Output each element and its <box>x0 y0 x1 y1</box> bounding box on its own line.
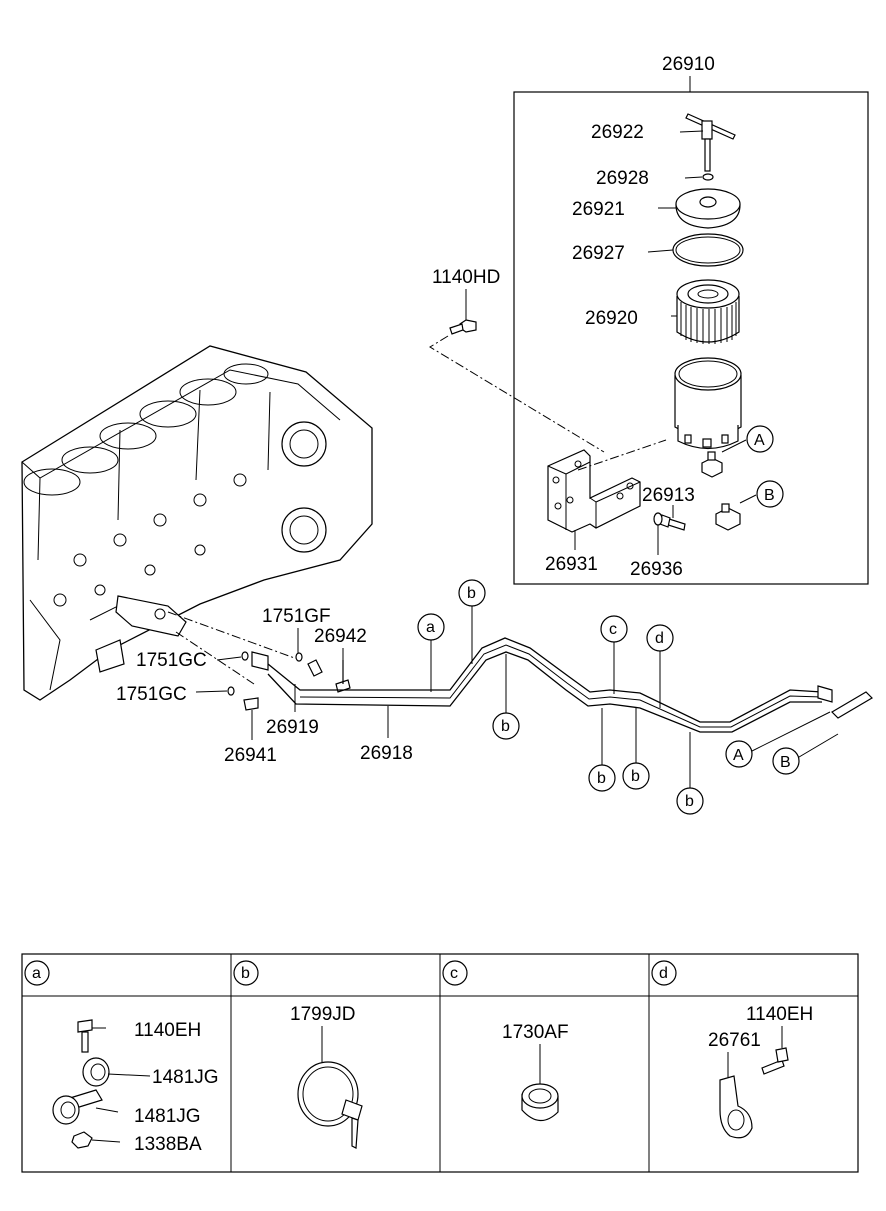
legend-b-item-1: 1799JD <box>290 1004 356 1025</box>
assembly-frame <box>513 91 869 585</box>
legend-a-item-2: 1481JG <box>152 1067 219 1088</box>
legend-a-item-1: 1140EH <box>134 1020 201 1041</box>
label-1751GF[interactable]: 1751GF <box>262 606 331 627</box>
label-26920[interactable]: 26920 <box>585 308 638 329</box>
oring-1751gc-upper-icon <box>241 651 249 661</box>
filter-housing-icon <box>674 357 742 450</box>
assembly-label-26910[interactable]: 26910 <box>662 54 715 75</box>
hex-bolt-icon <box>449 319 477 335</box>
callout-d[interactable]: d <box>655 630 664 647</box>
legend-a-item-3: 1481JG <box>134 1106 201 1127</box>
grommet-icon <box>521 1083 559 1122</box>
oil-line-group: 26942 1751GF 1751GC 1751GC 26941 26919 2… <box>116 579 873 815</box>
legend-a-item-4: 1338BA <box>134 1134 202 1155</box>
line-end-fitting-b-icon <box>831 691 873 719</box>
callout-b-4[interactable]: b <box>631 768 640 785</box>
callout-B-line[interactable]: B <box>780 754 791 771</box>
callout-b-2[interactable]: b <box>501 718 510 735</box>
fitting-a-icon <box>701 451 723 478</box>
callout-B-top[interactable]: B <box>764 487 775 504</box>
bolt-1140hd-group: 1140HD <box>429 267 667 471</box>
label-26921[interactable]: 26921 <box>572 199 625 220</box>
callout-b-3[interactable]: b <box>597 770 606 787</box>
engine-block-illustration <box>21 345 373 701</box>
label-26928[interactable]: 26928 <box>596 168 649 189</box>
callout-circle-A-top <box>746 425 774 453</box>
label-26913[interactable]: 26913 <box>642 485 695 506</box>
oil-return-line <box>267 651 822 733</box>
filter-assembly-group: 26910 26922 26928 26921 26927 <box>513 54 869 585</box>
p-clamp-icon <box>719 1047 789 1139</box>
label-1140HD[interactable]: 1140HD <box>432 267 500 288</box>
callout-circle-A-line <box>725 740 753 768</box>
callout-b-1[interactable]: b <box>467 585 476 602</box>
washer-icon <box>653 512 663 526</box>
t-handle-bolt-icon <box>685 113 736 172</box>
label-26936[interactable]: 26936 <box>630 559 683 580</box>
line-fitting-icon <box>251 651 323 677</box>
callout-circle-B-line <box>772 747 800 775</box>
fitting-b-icon <box>715 503 741 531</box>
label-1751GC-upper[interactable]: 1751GC <box>136 650 207 671</box>
callout-a[interactable]: a <box>426 619 435 636</box>
clip-stack-icon <box>52 1019 110 1149</box>
legend-header-d: d <box>659 965 668 982</box>
gasket-ring-icon <box>672 233 744 267</box>
label-1751GC-lower[interactable]: 1751GC <box>116 684 187 705</box>
callout-A-line[interactable]: A <box>733 747 744 764</box>
mounting-bracket-icon <box>547 449 641 533</box>
label-26927[interactable]: 26927 <box>572 243 625 264</box>
oil-feed-line <box>267 637 823 723</box>
cable-tie-icon <box>297 1061 363 1149</box>
filter-element-icon <box>676 279 740 344</box>
label-26919[interactable]: 26919 <box>266 717 319 738</box>
label-26931[interactable]: 26931 <box>545 554 598 575</box>
legend-d-item-2: 26761 <box>708 1030 761 1051</box>
callout-circle-B-top <box>756 480 784 508</box>
label-26922[interactable]: 26922 <box>591 122 644 143</box>
legend-header-c: c <box>450 965 458 982</box>
small-oring-icon <box>702 173 714 181</box>
legend-c-item-1: 1730AF <box>502 1022 569 1043</box>
callout-c[interactable]: c <box>609 621 617 638</box>
filter-cover-icon <box>675 188 741 229</box>
callout-b-5[interactable]: b <box>685 793 694 810</box>
legend-header-b: b <box>241 965 250 982</box>
label-26942[interactable]: 26942 <box>314 626 367 647</box>
oring-1751gf-icon <box>295 652 303 662</box>
legend-header-a: a <box>32 965 41 982</box>
legend-table: a b c d 1140EH 1481JG 1481JG 1338BA <box>21 953 859 1173</box>
bolt-26941-icon <box>243 697 259 711</box>
oil-line-spacer <box>299 644 823 728</box>
legend-d-item-1: 1140EH <box>746 1004 813 1025</box>
label-26941[interactable]: 26941 <box>224 745 277 766</box>
label-26918[interactable]: 26918 <box>360 743 413 764</box>
oring-1751gc-lower-icon <box>227 686 235 696</box>
clip-callouts: a b b c d b b b <box>417 579 704 815</box>
callout-A-top[interactable]: A <box>754 432 765 449</box>
line-end-fitting-a-icon <box>817 685 833 703</box>
